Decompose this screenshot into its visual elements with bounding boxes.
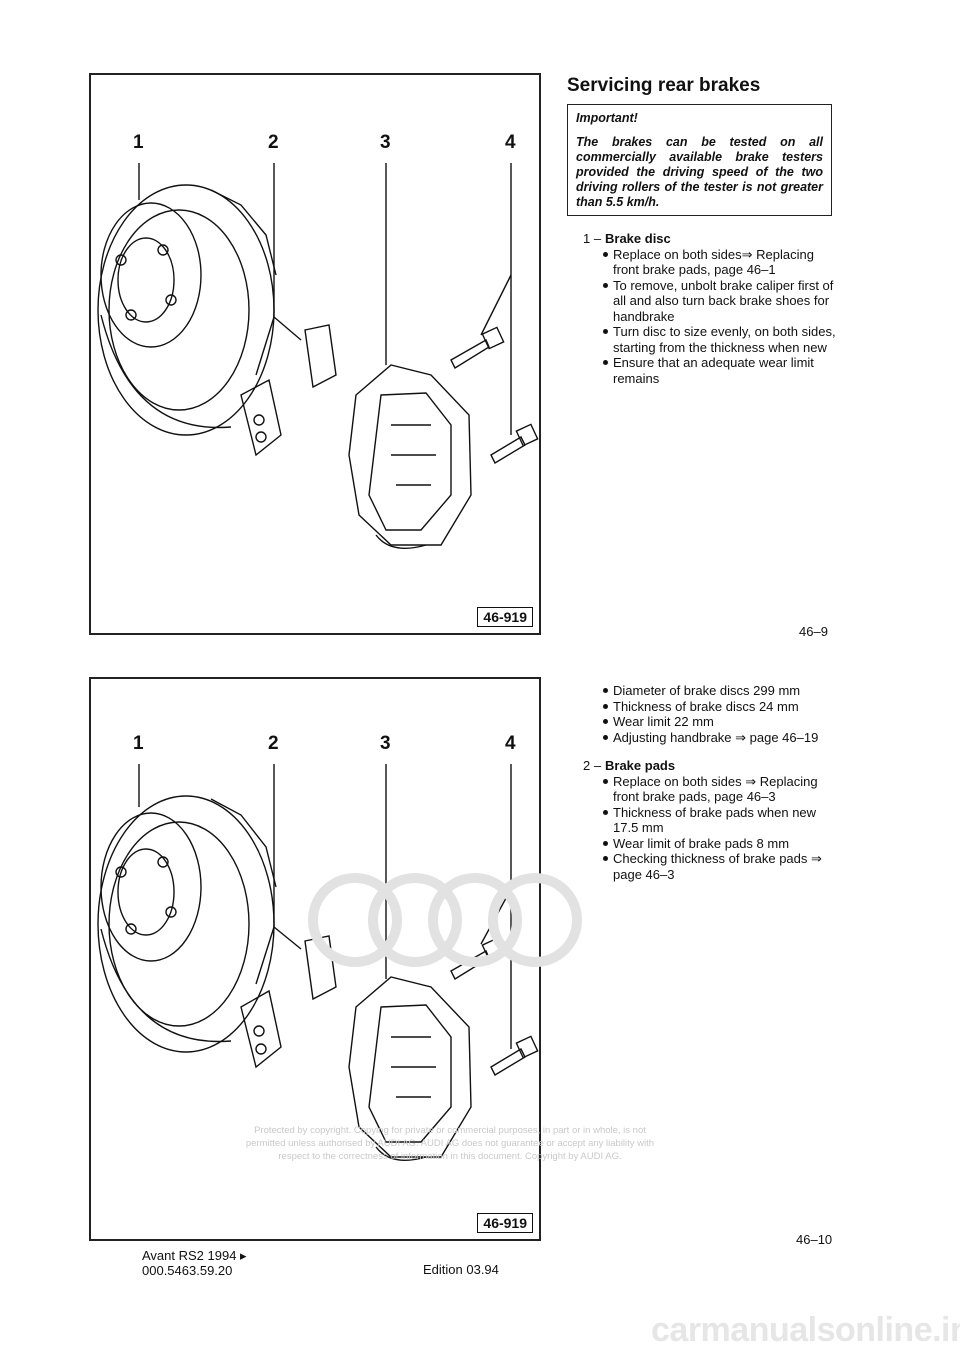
- bullet-item: Thickness of brake discs 24 mm: [603, 699, 843, 715]
- bullet-item: Ensure that an adequate wear limit remai…: [603, 355, 843, 386]
- item-number: 2 –: [583, 758, 602, 773]
- callout-3: 3: [380, 733, 391, 754]
- footer-model-block: Avant RS2 1994 ▸ 000.5463.59.20: [142, 1248, 247, 1278]
- continued-bullet-list: Diameter of brake discs 299 mm Thickness…: [603, 683, 843, 745]
- bullet-item: Replace on both sides⇒ Replacing front b…: [603, 247, 843, 278]
- footer-code: 000.5463.59.20: [142, 1263, 233, 1278]
- brake-diagram-figure-top: 1 2 3 4 46-919: [89, 73, 541, 635]
- site-watermark: carmanualsonline.info: [651, 1311, 960, 1349]
- important-text: The brakes can be tested on all commerci…: [576, 135, 823, 209]
- bullet-item: Replace on both sides ⇒ Replacing front …: [603, 774, 843, 805]
- bullet-item: Wear limit 22 mm: [603, 714, 843, 730]
- bullet-item: Wear limit of brake pads 8 mm: [603, 836, 843, 852]
- bullet-item: Turn disc to size evenly, on both sides,…: [603, 324, 843, 355]
- bullet-item: Thickness of brake pads when new 17.5 mm: [603, 805, 843, 836]
- brake-assembly-illustration: [97, 764, 539, 1161]
- footer-edition: Edition 03.94: [423, 1262, 499, 1277]
- callout-1: 1: [133, 132, 144, 153]
- bullet-item: Adjusting handbrake ⇒ page 46–19: [603, 730, 843, 746]
- bullet-item: Checking thickness of brake pads ⇒ page …: [603, 851, 843, 882]
- important-heading: Important!: [576, 111, 638, 125]
- copyright-watermark: Protected by copyright. Copying for priv…: [245, 1125, 655, 1162]
- footer-model: Avant RS2 1994 ▸: [142, 1248, 247, 1263]
- bullet-item: To remove, unbolt brake caliper first of…: [603, 278, 843, 325]
- callout-2: 2: [268, 132, 279, 153]
- page-title: Servicing rear brakes: [567, 75, 761, 96]
- page-number: 46–10: [796, 1232, 833, 1247]
- bullet-list: Replace on both sides ⇒ Replacing front …: [583, 774, 843, 883]
- page-number: 46–9: [799, 624, 828, 639]
- item-brake-pads: 2 –Brake pads Replace on both sides ⇒ Re…: [583, 758, 843, 882]
- figure-reference: 46-919: [477, 1213, 533, 1233]
- item-heading: Brake pads: [605, 758, 676, 773]
- item-heading: Brake disc: [605, 231, 671, 246]
- callout-3: 3: [380, 132, 391, 153]
- item-number: 1 –: [583, 231, 602, 246]
- callout-1: 1: [133, 733, 144, 754]
- audi-rings-watermark: [308, 873, 582, 967]
- brake-assembly-illustration: [97, 163, 539, 549]
- bullet-item: Diameter of brake discs 299 mm: [603, 683, 843, 699]
- callout-4: 4: [505, 733, 516, 754]
- callout-4: 4: [505, 132, 516, 153]
- important-notice-box: Important! The brakes can be tested on a…: [567, 104, 832, 216]
- figure-reference: 46-919: [477, 607, 533, 627]
- bullet-list: Replace on both sides⇒ Replacing front b…: [583, 247, 843, 387]
- callout-2: 2: [268, 733, 279, 754]
- item-brake-disc: 1 –Brake disc Replace on both sides⇒ Rep…: [583, 231, 843, 386]
